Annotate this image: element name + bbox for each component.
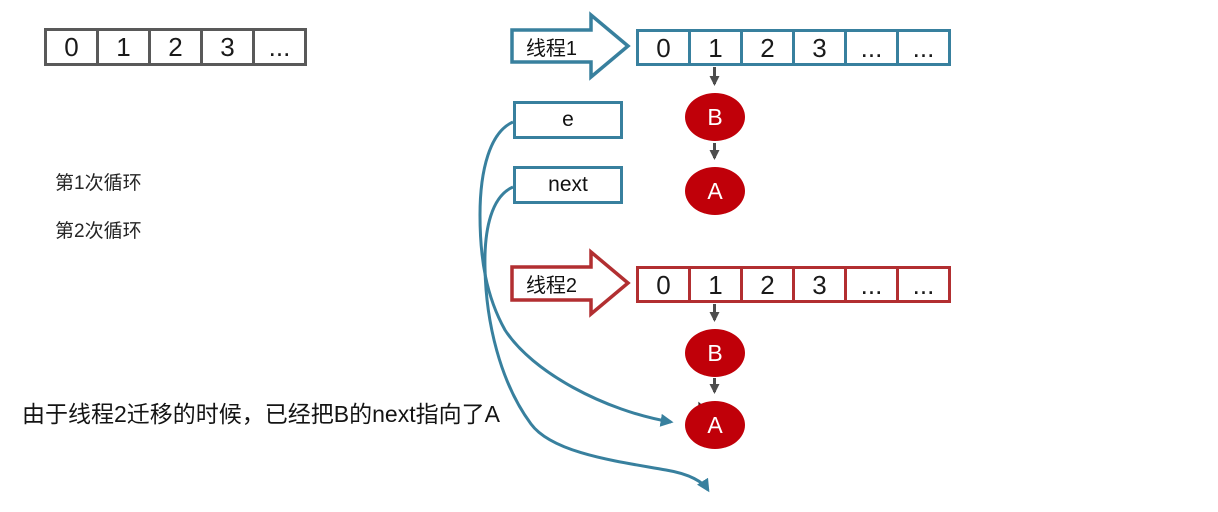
thread1-label: 线程1 [525,37,578,60]
pointer-box-next: next [513,166,623,204]
array-cell: 0 [44,28,99,66]
node-a-thread1: A [685,167,745,215]
array-cell: 1 [688,29,743,66]
array-cell: 2 [740,29,795,66]
array-cell: 0 [636,266,691,303]
curve-next-to-null [483,185,710,493]
pointer-box-e: e [513,101,623,139]
loop1-label: 第1次循环 [55,173,142,194]
node-a-thread2: A [685,401,745,449]
node-b-thread2: B [685,329,745,377]
loop2-label: 第2次循环 [55,221,142,242]
array-cell: ... [252,28,307,66]
array-cell: 3 [200,28,255,66]
node-b-thread1: B [685,93,745,141]
thread2-label: 线程2 [525,275,578,297]
array-cell: ... [844,266,899,303]
thread2-array: 0 1 2 3 ... ... [636,266,951,303]
array-cell: ... [896,29,951,66]
array-cell: ... [844,29,899,66]
initial-array: 0 1 2 3 ... [44,28,307,66]
array-cell: 1 [688,266,743,303]
array-cell: 3 [792,29,847,66]
array-cell: ... [896,266,951,303]
array-cell: 3 [792,266,847,303]
array-cell: 2 [148,28,203,66]
array-cell: 2 [740,266,795,303]
array-cell: 0 [636,29,691,66]
thread1-array: 0 1 2 3 ... ... [636,29,951,66]
array-cell: 1 [96,28,151,66]
caption-text: 由于线程2迁移的时候，已经把B的next指向了A [22,401,500,427]
